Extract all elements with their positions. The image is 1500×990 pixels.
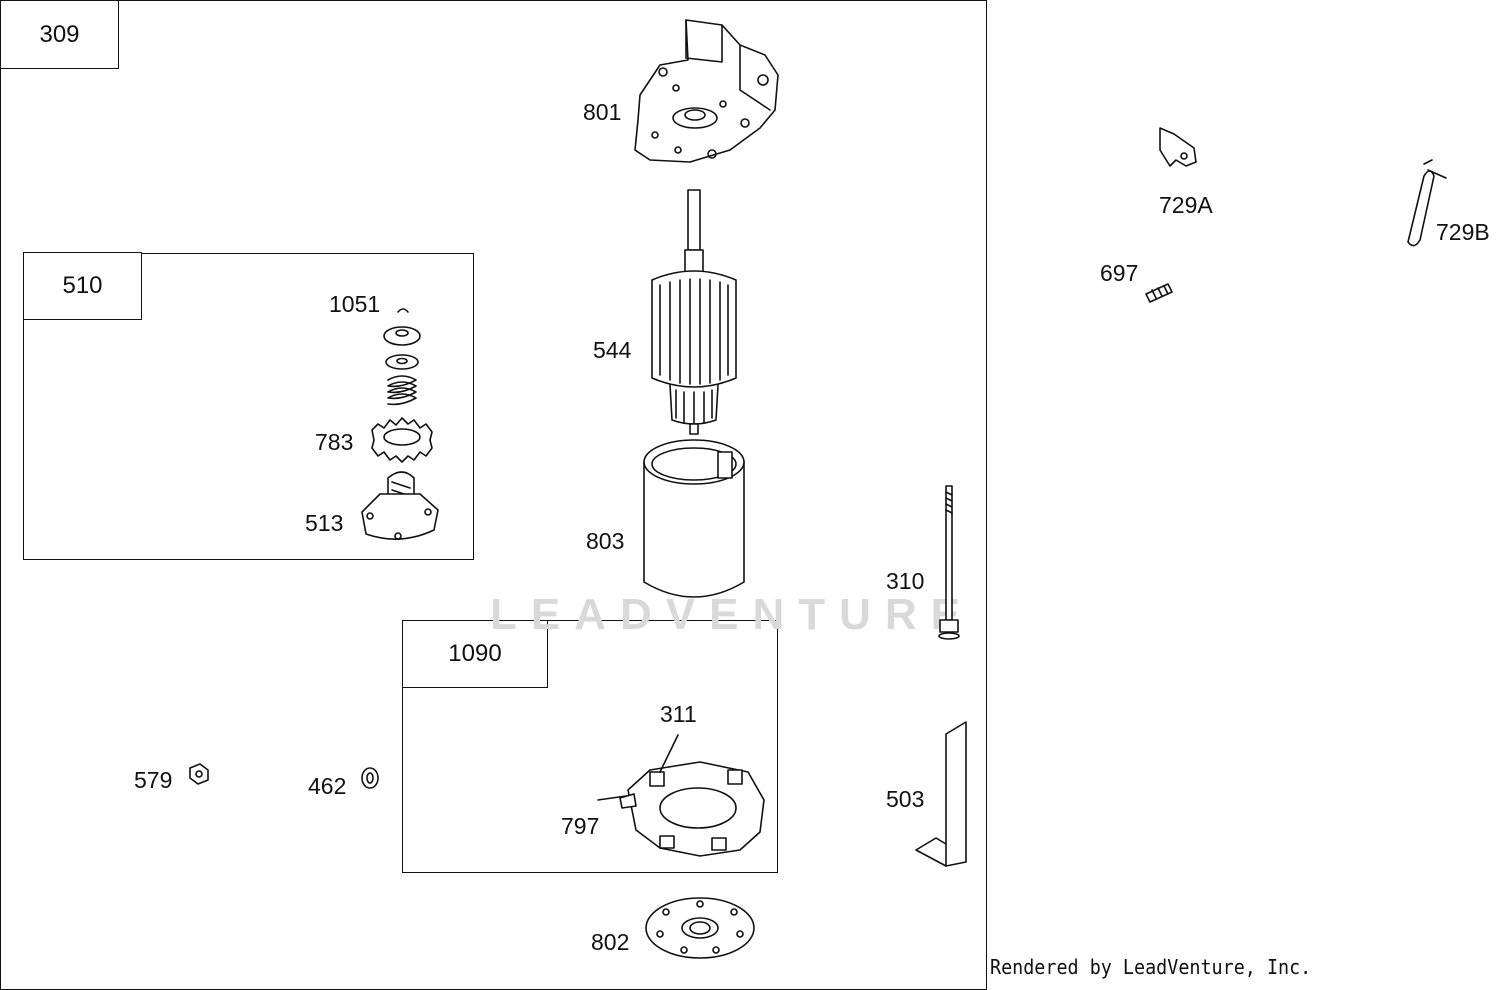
subassembly-frame-510 [23,253,474,560]
part-783-pinion-gear[interactable] [371,417,433,463]
group-tag-1090: 1090 [402,620,548,688]
label-797: 797 [561,813,600,839]
part-spring[interactable] [387,375,417,406]
label-513: 513 [305,510,344,536]
part-579-nut[interactable] [189,763,209,785]
leader-311 [659,734,679,773]
label-503: 503 [886,786,925,812]
part-503-bracket[interactable] [915,721,967,867]
label-803: 803 [586,528,625,554]
label-729a: 729A [1159,192,1213,218]
part-801-end-bracket[interactable] [634,19,779,163]
label-802: 802 [591,929,630,955]
part-462-washer[interactable] [361,767,379,789]
label-697: 697 [1100,260,1139,286]
part-stop-collar[interactable] [383,326,421,370]
group-tag-309: 309 [0,0,119,69]
part-1051-retaining-clip[interactable] [397,308,409,313]
render-credit: Rendered by LeadVenture, Inc. [990,955,1312,979]
label-310: 310 [886,568,925,594]
part-729a-clip[interactable] [1159,127,1197,167]
group-tag-510: 510 [23,252,142,320]
label-729b: 729B [1436,219,1490,245]
part-513-drive-assembly[interactable] [361,471,439,540]
part-729b-link[interactable] [1407,159,1447,247]
part-697-screw[interactable] [1145,283,1173,303]
label-783: 783 [315,429,354,455]
label-462: 462 [308,773,347,799]
label-801: 801 [583,99,622,125]
part-803-housing[interactable] [643,439,745,598]
leader-797 [597,795,627,801]
watermark-text: LEADVENTURE [490,590,975,639]
label-579: 579 [134,767,173,793]
label-311: 311 [660,701,697,727]
label-544: 544 [593,337,632,363]
part-802-end-cap[interactable] [645,897,755,959]
part-310-through-bolt[interactable] [938,485,960,640]
part-1090-brush-holder[interactable] [619,761,765,857]
label-1051: 1051 [329,291,381,317]
part-544-armature[interactable] [651,189,737,435]
subassembly-frame-1090 [402,620,778,873]
